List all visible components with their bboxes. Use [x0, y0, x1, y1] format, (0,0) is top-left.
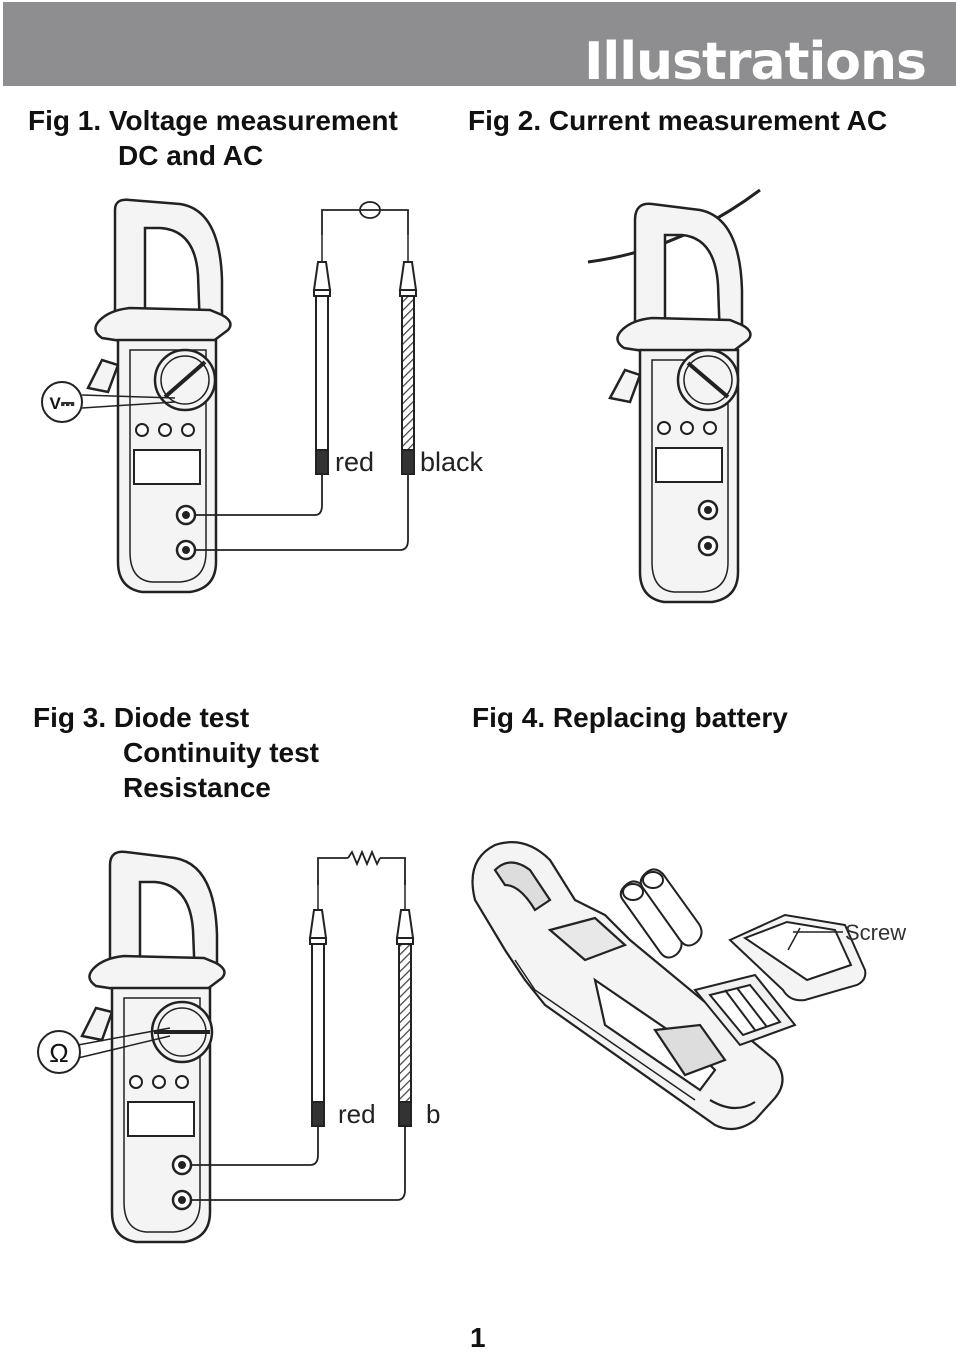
fig3-caption: Fig 3. Diode test Continuity test Resist…: [33, 700, 319, 805]
black-probe-label: black: [420, 447, 484, 477]
ohm-icon: Ω: [37, 1030, 81, 1074]
fig4-illustration: Screw: [471, 841, 906, 1131]
dial-pointer: [81, 394, 176, 409]
screw-label: Screw: [845, 920, 906, 945]
fig1-dial-symbol: V⎓: [50, 394, 75, 413]
test-lead-wires: [195, 209, 409, 551]
red-probe-label: red: [335, 447, 374, 477]
rotary-dial: [676, 348, 740, 412]
fig3-dial-symbol: Ω: [49, 1038, 68, 1068]
fig1-caption: Fig 1. Voltage measurement DC and AC: [28, 103, 398, 173]
dc-voltage-icon: V⎓: [41, 381, 83, 423]
fuse-icon: [359, 201, 381, 219]
fig3-caption-line1: Fig 3. Diode test: [33, 702, 250, 733]
header-band: Illustrations: [3, 2, 956, 92]
rotary-dial: [153, 348, 217, 412]
battery-compartment: [693, 973, 797, 1047]
page-title: Illustrations: [584, 32, 927, 92]
lcd-display: [133, 449, 201, 485]
lcd-display: [655, 447, 723, 483]
red-probe: [312, 235, 332, 475]
test-lead-wires: [191, 857, 406, 1201]
meter-buttons: [657, 421, 717, 435]
resistor-icon: [347, 849, 381, 867]
batteries: [619, 868, 703, 959]
fig3-caption-line2: Continuity test: [123, 737, 319, 768]
meter-buttons: [135, 423, 195, 437]
fig1-caption-line1: Fig 1. Voltage measurement: [28, 105, 398, 136]
black-probe: [395, 880, 415, 1127]
fig1-caption-line2: DC and AC: [118, 140, 264, 171]
clamp-meter: [608, 202, 752, 604]
fig2-caption-line1: Fig 2. Current measurement AC: [468, 105, 888, 136]
fig2-caption: Fig 2. Current measurement AC: [468, 103, 887, 138]
rotary-dial: [150, 1000, 214, 1064]
fig4-caption: Fig 4. Replacing battery: [472, 700, 788, 735]
fig2-illustration: [587, 188, 761, 604]
dial-pointer: [77, 1027, 171, 1059]
input-jacks: [697, 499, 719, 557]
fig3-caption-line3: Resistance: [123, 772, 271, 803]
input-jacks: [175, 504, 197, 561]
meter-buttons: [129, 1075, 189, 1089]
meter-body-open: [471, 841, 784, 1131]
lcd-display: [127, 1101, 195, 1137]
red-probe-label: red: [338, 1099, 376, 1129]
conductor-wire: [587, 188, 761, 264]
red-probe: [308, 880, 328, 1127]
page-number: 1: [470, 1322, 486, 1353]
black-probe: [398, 235, 418, 475]
fig3-illustration: Ω red b: [37, 849, 440, 1244]
black-probe-label: b: [426, 1099, 440, 1129]
fig1-illustration: V⎓ red bla: [41, 198, 484, 594]
fig4-caption-line1: Fig 4. Replacing battery: [472, 702, 788, 733]
battery-cover: [728, 913, 867, 1002]
